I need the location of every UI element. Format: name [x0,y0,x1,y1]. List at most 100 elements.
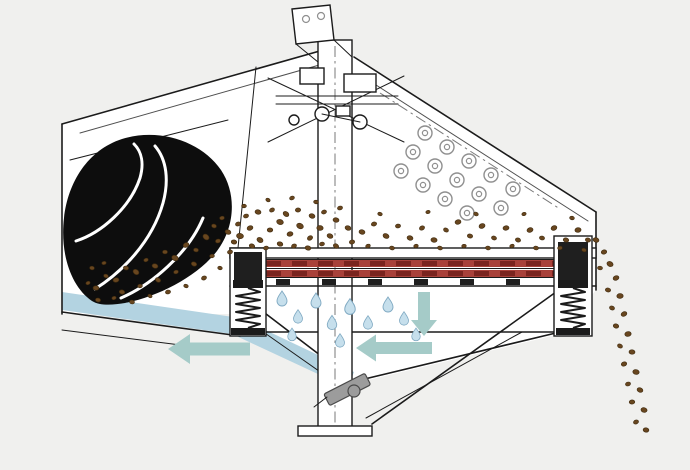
material-particle [165,289,171,295]
bolt-hole-pattern [393,125,521,221]
bolt-hole-icon [483,167,499,183]
material-particle [236,233,244,239]
material-particle [248,243,256,249]
material-particle [569,215,575,221]
material-particle [295,207,301,213]
water-droplet-icon [363,314,373,330]
material-particle [291,243,297,249]
spring-cap [558,280,588,288]
material-particle [227,249,233,255]
material-particle [129,299,135,305]
bolt-hole-icon [505,181,521,197]
material-particle [628,349,636,355]
water-droplet-icon [287,327,297,342]
material-particle [642,427,650,433]
material-particle [365,243,371,249]
material-particle [509,243,515,249]
water-droplet-icon [293,308,303,324]
material-particle [246,225,254,231]
material-particle [155,277,161,283]
material-particle [521,212,527,216]
bolt-hole-icon [449,172,465,188]
bolt-hole-center [409,148,417,156]
bolt-hole-icon [427,158,443,174]
material-particle [269,207,275,213]
material-particle [235,221,241,227]
bracket-bolt-icon [316,11,326,21]
material-particle [620,311,628,317]
material-particle [389,245,395,251]
material-particle [308,213,316,219]
material-particle [358,229,366,235]
material-particle [304,245,312,251]
bolt-hole-center [397,167,405,175]
support-column [297,39,373,437]
material-particles [85,195,650,433]
support-springs [231,280,590,335]
material-particle [209,253,215,259]
material-particle [316,225,324,231]
flow-arrow-left [356,334,432,362]
material-particle [321,209,327,215]
material-particle [640,407,648,413]
material-particle [581,247,587,253]
support-spring [560,287,586,329]
flow-arrows [168,292,437,364]
bolt-hole-center [497,204,505,212]
deck-clamp [414,279,428,285]
material-particle [217,265,223,271]
drive-bracket [291,4,353,63]
material-particle [349,239,355,245]
screen-deck [229,247,597,287]
material-particle [241,203,247,209]
material-particle [344,225,352,231]
material-particle [276,219,284,225]
material-particle [485,245,491,251]
water-droplet-icon [382,296,394,313]
material-particle [89,265,95,271]
material-particle [539,235,545,241]
material-particle [243,213,249,219]
nozzle-joint-icon [347,384,361,398]
material-particle [118,289,126,295]
material-particle [307,235,313,241]
bolt-hole-icon [471,186,487,202]
bolt-hole-icon [461,153,477,169]
material-particle [515,237,521,243]
material-particle [123,265,129,271]
bolt-hole-center [421,129,429,137]
centerline [379,92,561,210]
material-particle [286,231,294,237]
water-flow-channel [62,292,354,388]
material-particle [502,225,510,231]
material-particle [254,209,262,215]
support-spring [235,287,261,329]
material-particle [190,261,198,267]
material-particle [219,215,225,221]
spring-cap [231,328,265,335]
bolt-hole-center [419,181,427,189]
material-particle [112,277,120,283]
material-particle [612,275,620,281]
material-particle [111,295,117,301]
material-particle [137,283,143,289]
material-particle [616,293,624,299]
material-particle [413,243,419,249]
flow-arrow-down [411,292,437,336]
material-particle [443,227,449,233]
material-particle [103,273,109,279]
material-particle [224,229,232,235]
material-particle [633,419,639,425]
material-particle [202,233,210,241]
material-particle [151,263,159,269]
water-droplet-icon [276,290,288,307]
material-particle [557,245,563,251]
material-particle [437,245,443,251]
material-particle [319,241,325,247]
spring-cap [233,280,263,288]
material-particle [592,237,600,243]
bolt-hole-icon [417,125,433,141]
material-particle [473,211,479,217]
